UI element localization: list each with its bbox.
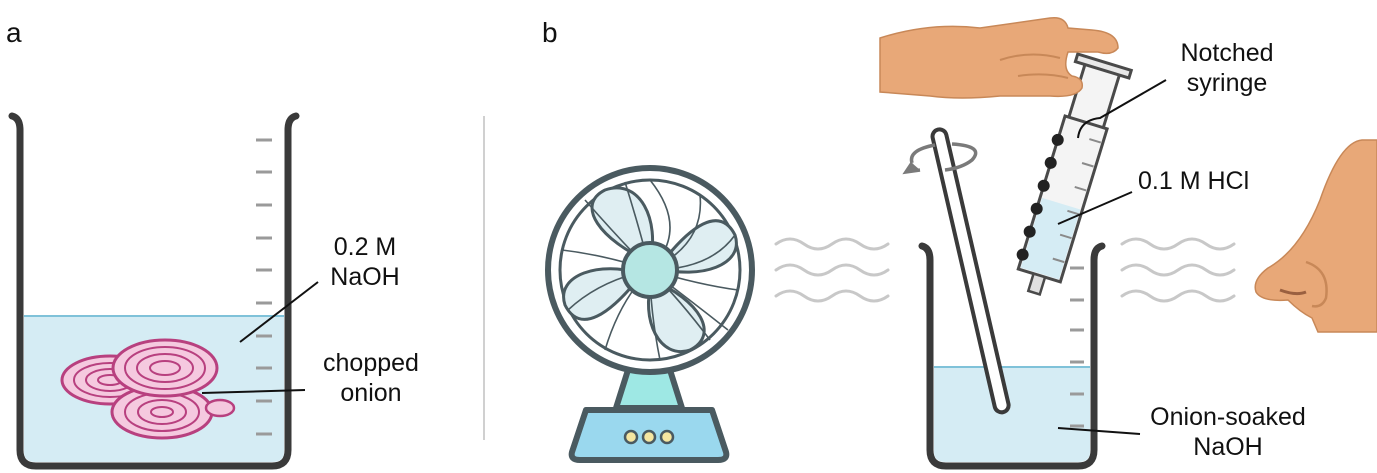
onion-slices — [60, 338, 236, 440]
syringe-graduations — [1052, 138, 1102, 264]
beaker-b-liquid — [934, 367, 1090, 462]
beaker-b — [902, 127, 1106, 470]
nose — [1254, 139, 1377, 333]
stirring-rod — [930, 127, 1011, 415]
airflow-waves-left — [774, 237, 890, 303]
hcl-label: 0.1 M HCl — [1138, 167, 1250, 195]
nostril — [1279, 288, 1307, 296]
fan-button — [623, 429, 639, 445]
onion-label: chopped onion — [306, 348, 436, 408]
soaked-label-line2: NaOH — [1193, 433, 1263, 461]
syringe-label-line2: syringe — [1186, 69, 1268, 97]
onion-leader-line — [201, 389, 306, 394]
nose-shape — [1254, 139, 1377, 333]
soaked-leader-line — [1057, 427, 1141, 435]
syringe-leader-line — [1077, 79, 1167, 139]
naoh-label: 0.2 M NaOH — [320, 232, 410, 292]
hand-shape — [879, 16, 1119, 99]
fan-blades — [562, 186, 738, 354]
syringe-liquid — [1020, 197, 1081, 280]
naoh-leader-line — [239, 281, 319, 343]
hand-finger-crease — [1017, 73, 1069, 79]
hand-finger-crease — [999, 53, 1061, 61]
hand — [879, 16, 1119, 99]
fan — [545, 165, 755, 463]
rotation-arrow-icon — [902, 142, 978, 175]
beaker-b-glass — [918, 242, 1106, 470]
airflow-waves-right — [1120, 237, 1236, 303]
syringe-notches — [1016, 133, 1064, 261]
beaker-a-glass — [8, 112, 300, 470]
syringe-flange — [1073, 52, 1134, 80]
onion-label-line2: onion — [340, 379, 402, 407]
fan-hub — [621, 241, 679, 299]
naoh-label-line2: NaOH — [330, 263, 400, 291]
panel-label-a: a — [6, 17, 22, 48]
panel-label-b: b — [542, 17, 558, 48]
beaker-a-graduations — [256, 138, 272, 436]
syringe-label-line1: Notched — [1180, 39, 1274, 67]
beaker-b-graduations — [1070, 266, 1084, 428]
onion-label-line1: chopped — [323, 349, 419, 377]
soaked-label: Onion-soaked NaOH — [1138, 402, 1318, 462]
soaked-label-line1: Onion-soaked — [1150, 403, 1306, 431]
syringe-tip — [1026, 272, 1047, 296]
syringe-label: Notched syringe — [1160, 38, 1294, 98]
onion-slice — [111, 338, 219, 398]
fan-button — [659, 429, 675, 445]
naoh-label-line1: 0.2 M — [333, 233, 397, 261]
fan-stand-neck — [613, 367, 685, 411]
hcl-leader-line — [1057, 191, 1133, 225]
nose-wing — [1305, 260, 1328, 308]
fan-button — [641, 429, 657, 445]
